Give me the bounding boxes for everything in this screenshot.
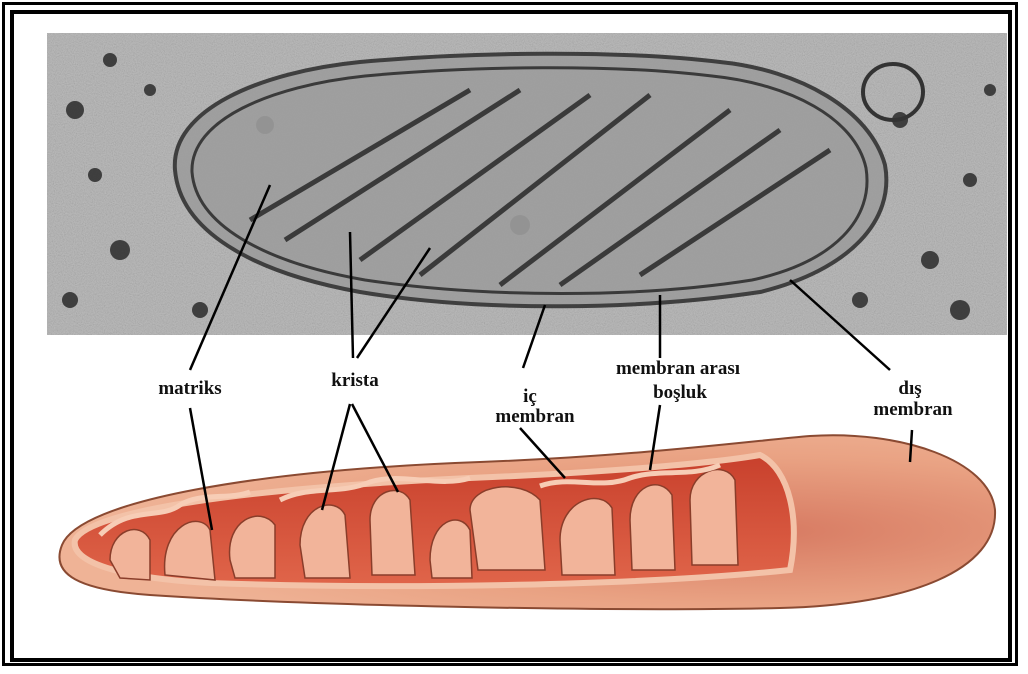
label-dis-membran-2: membran xyxy=(848,399,978,421)
label-membran-arasi-2: boşluk xyxy=(620,382,740,404)
electron-micrograph xyxy=(47,33,1007,335)
label-ic-membran-1: iç xyxy=(480,386,580,408)
label-ic-membran-2: membran xyxy=(470,406,600,428)
label-matriks: matriks xyxy=(130,378,250,400)
label-dis-membran-1: dış xyxy=(860,378,960,400)
label-krista: krista xyxy=(300,370,410,392)
label-membran-arasi-1: membran arası xyxy=(568,358,788,380)
